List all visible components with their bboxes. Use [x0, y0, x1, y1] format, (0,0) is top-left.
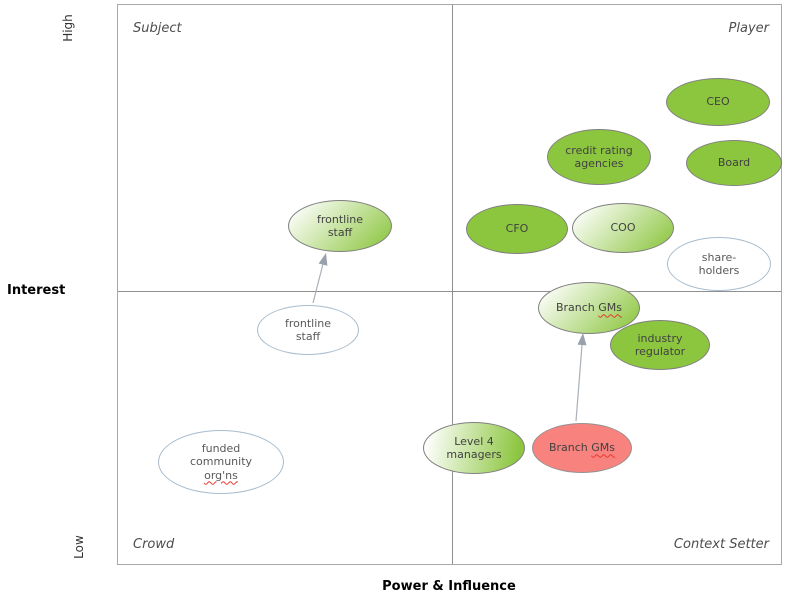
stakeholder-branch-gms-current: Branch GMs: [532, 423, 632, 473]
stakeholder-frontline-staff-target: frontline staff: [288, 200, 392, 252]
stakeholder-label: community: [189, 455, 253, 469]
stakeholder-label: regulator: [634, 345, 686, 358]
stakeholder-credit-rating-agencies: credit rating agencies: [547, 129, 651, 185]
stakeholder-coo: COO: [572, 203, 674, 253]
stakeholder-label: industry: [637, 331, 683, 345]
stakeholder-label: CEO: [706, 95, 730, 109]
stakeholder-label: funded: [201, 441, 241, 455]
stakeholder-label: Level 4: [454, 434, 494, 448]
stakeholder-board: Board: [686, 140, 782, 186]
stakeholder-branch-gms-target: Branch GMs: [538, 282, 640, 334]
vertical-midline: [452, 5, 453, 564]
stakeholder-label: frontline: [284, 316, 332, 330]
stakeholder-industry-regulator: industry regulator: [610, 320, 710, 370]
stakeholder-label: CFO: [505, 222, 529, 236]
stakeholder-shareholders: share- holders: [667, 237, 771, 291]
stakeholder-label: Branch GMs: [548, 441, 616, 455]
stakeholder-label: Board: [717, 156, 751, 170]
quadrant-label-crowd: Crowd: [133, 537, 175, 552]
misspelled-word: GMs: [591, 441, 616, 455]
quadrant-label-subject: Subject: [133, 21, 182, 36]
horizontal-midline: [118, 291, 781, 292]
y-axis-low-label: Low: [72, 535, 86, 559]
stakeholder-ceo: CEO: [666, 78, 770, 126]
stakeholder-funded-community-orgns: funded community org'ns: [158, 430, 284, 494]
stakeholder-frontline-staff-current: frontline staff: [257, 305, 359, 355]
stakeholder-label: share-: [701, 250, 737, 264]
stakeholder-cfo: CFO: [466, 204, 568, 254]
y-axis-title: Interest: [7, 283, 66, 298]
quadrant-label-context-setter: Context Setter: [673, 537, 769, 552]
stakeholder-label: staff: [295, 330, 321, 343]
stakeholder-label: frontline: [316, 212, 364, 226]
x-axis-title: Power & Influence: [382, 579, 516, 594]
stakeholder-label: holders: [698, 264, 740, 277]
stakeholder-label: COO: [610, 221, 636, 235]
quadrant-label-player: Player: [728, 21, 769, 36]
stakeholder-label: credit rating: [565, 143, 633, 157]
chart-frame: Subject Player Crowd Context Setter: [117, 4, 782, 565]
stakeholder-label: staff: [327, 226, 353, 239]
misspelled-word: org'ns: [204, 468, 238, 482]
stakeholder-label: managers: [446, 448, 502, 461]
misspelled-word: GMs: [598, 301, 623, 315]
stakeholder-label: agencies: [574, 157, 624, 170]
y-axis-high-label: High: [61, 14, 75, 42]
stakeholder-level-4-managers: Level 4 managers: [423, 422, 525, 474]
stakeholder-label: Branch GMs: [555, 301, 623, 315]
